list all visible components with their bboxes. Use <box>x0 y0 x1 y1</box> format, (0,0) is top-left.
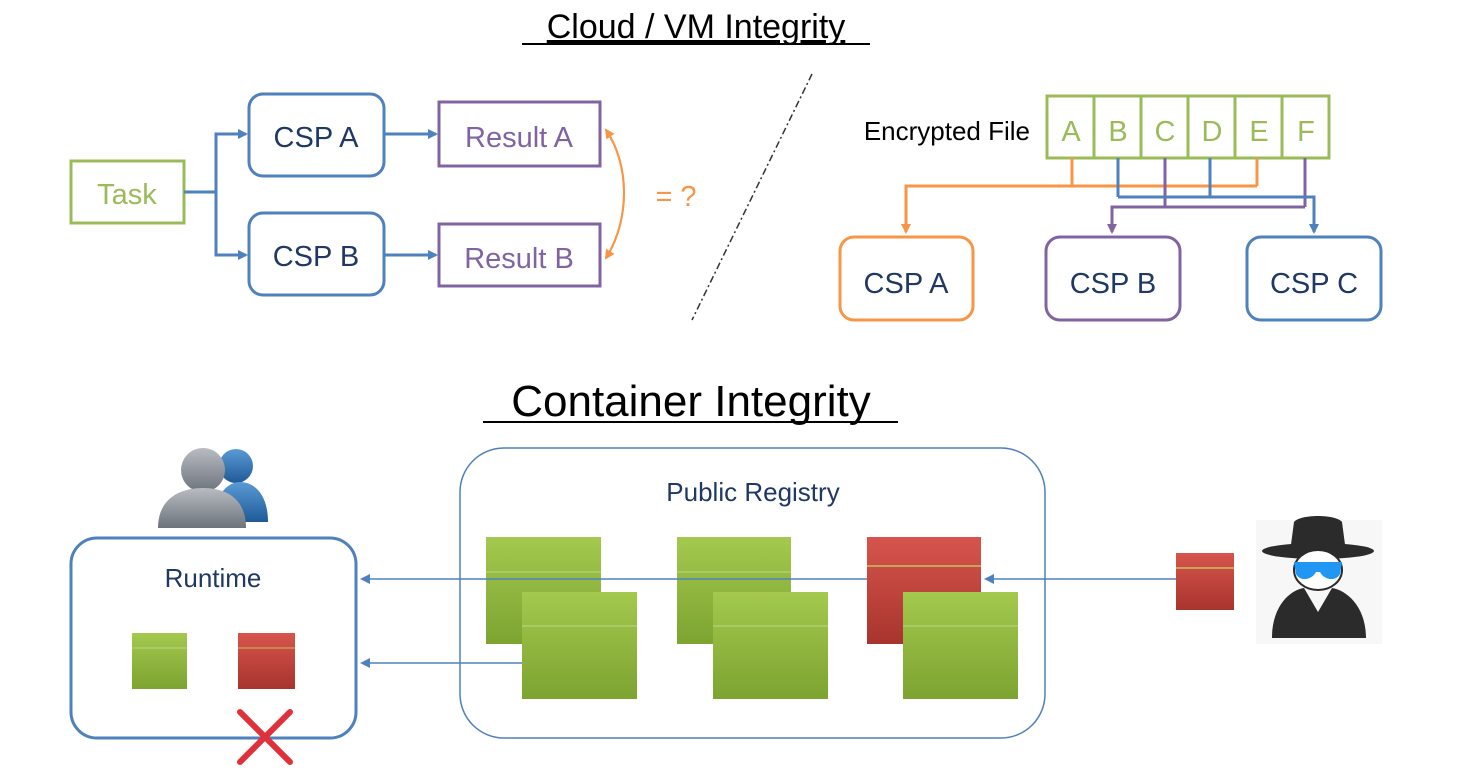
route-to-csp-c <box>1116 158 1314 232</box>
compare-arrow-down <box>604 129 625 260</box>
runtime-container-trusted <box>132 633 187 689</box>
task-label: Task <box>97 179 157 211</box>
csp-b-label: CSP B <box>273 241 360 273</box>
csp-comparison-diagram: Task CSP A CSP B Result A Result B = ? <box>69 92 697 297</box>
segment-f: F <box>1297 116 1315 148</box>
section-title-container: Container Integrity <box>511 377 871 426</box>
csp-a-storage-box <box>838 235 975 322</box>
segment-a: A <box>1061 116 1081 148</box>
csp-a-storage-label: CSP A <box>864 268 950 300</box>
section-divider <box>691 73 813 321</box>
registry-image-stack-1 <box>486 537 637 699</box>
route-to-csp-a <box>906 158 1259 232</box>
reject-cross-icon <box>237 709 293 765</box>
result-a-box <box>437 100 602 168</box>
csp-c-storage-label: CSP C <box>1270 268 1358 300</box>
compare-label: = ? <box>655 181 696 213</box>
attacker-spy-icon <box>1256 516 1382 644</box>
route-to-csp-b <box>1112 158 1307 232</box>
encrypted-file-label: Encrypted File <box>864 116 1030 146</box>
csp-b-storage-box <box>1044 235 1182 322</box>
segment-c: C <box>1155 116 1176 148</box>
result-a-label: Result A <box>465 122 574 154</box>
registry-image-front <box>713 592 828 699</box>
registry-image-front <box>903 592 1018 699</box>
segment-e: E <box>1249 116 1268 148</box>
result-b-label: Result B <box>464 243 574 275</box>
registry-image-stack-3 <box>867 537 1018 699</box>
runtime-container-malicious <box>238 633 295 689</box>
task-to-csp-a-arrow <box>184 129 248 194</box>
attacker-malicious-image <box>1176 553 1234 610</box>
registry-image-stack-2 <box>677 537 828 699</box>
encrypted-file-diagram: Encrypted File A B C D E F CSP A CSP B C… <box>838 94 1383 322</box>
csp-c-storage-box <box>1245 235 1383 322</box>
segment-b: B <box>1108 116 1127 148</box>
public-registry-label: Public Registry <box>666 477 839 507</box>
file-segments: A B C D E F <box>1045 94 1331 160</box>
task-to-csp-b-arrow <box>214 192 248 260</box>
segment-d: D <box>1202 116 1223 148</box>
result-b-box <box>437 222 602 288</box>
registry-image-front <box>522 592 637 699</box>
runtime-label: Runtime <box>165 563 262 593</box>
users-icon <box>158 448 268 528</box>
section-title-cloud-vm: Cloud / VM Integrity <box>547 8 846 46</box>
csp-b-storage-label: CSP B <box>1070 268 1157 300</box>
csp-a-label: CSP A <box>274 122 360 154</box>
